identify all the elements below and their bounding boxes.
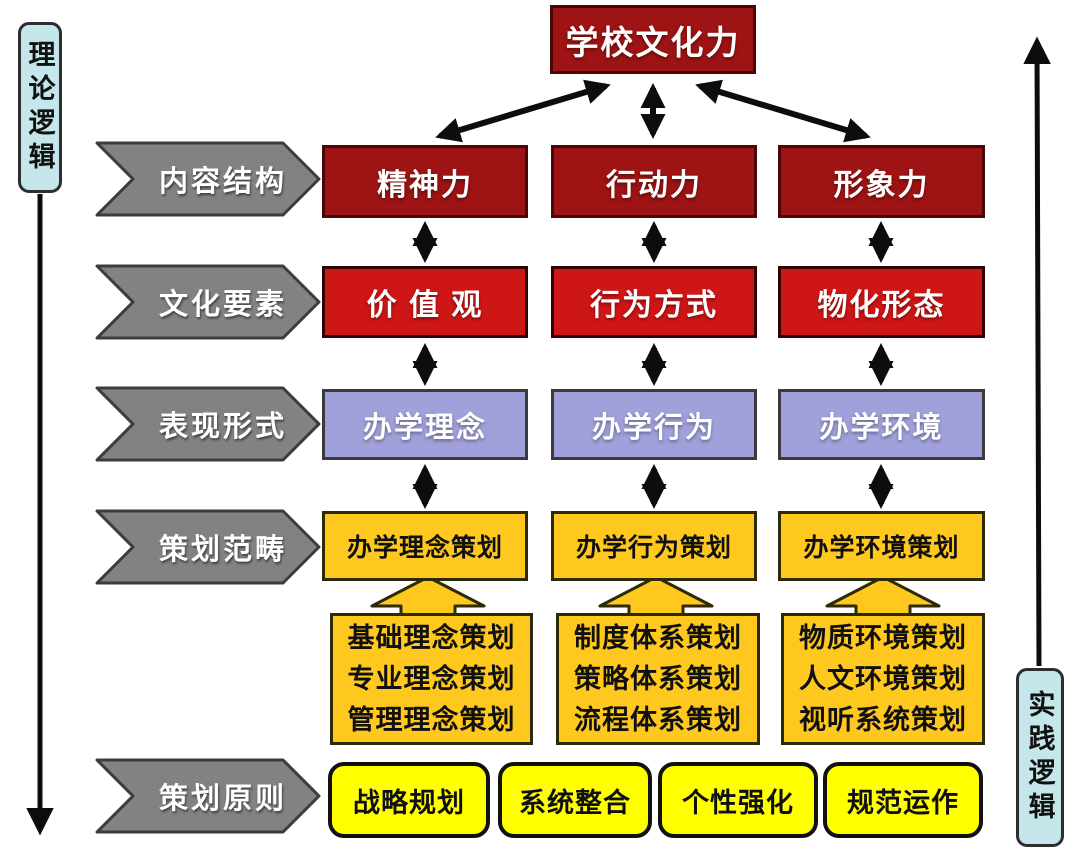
title-text: 学校文化力 [565,23,741,61]
detail-line: 物质环境策划 [799,622,967,653]
chevron-content-structure: 内容结构 [95,141,321,217]
cell-values: 价 值 观 [322,266,528,338]
chevron-label: 表现形式 [158,411,287,443]
cell-text: 办学环境策划 [803,534,960,562]
cell-environment-planning: 办学环境策划 [778,511,985,581]
cell-text: 价 值 观 [366,289,484,322]
detail-lines: 基础理念策划 专业理念策划 管理理念策划 [348,618,516,741]
cell-text: 办学环境 [819,411,944,444]
principle-text: 规范运作 [847,787,959,818]
detail-line: 人文环境策划 [799,663,967,694]
cell-text: 行动力 [606,168,702,202]
cell-image-power: 形象力 [778,145,985,218]
principle-individuality-strengthening: 个性强化 [658,762,818,838]
row2-row3-arrows [412,342,894,387]
chevron-planning-principles: 策划原则 [95,758,321,834]
chevron-label: 内容结构 [158,166,287,198]
chevron-label: 策划范畴 [158,534,287,566]
chevron-shape [95,758,321,834]
cell-text: 行为方式 [590,289,718,322]
title-to-row1-arrows [435,79,871,143]
detail-line: 专业理念策划 [347,663,516,694]
practice-axis-arrow [1023,36,1051,667]
theory-logic-label: 理论逻辑 [18,22,62,193]
principle-strategic-planning: 战略规划 [328,762,490,838]
chevron-shape [95,141,321,217]
chevron-shape [95,264,321,340]
detail-box-philosophy: 基础理念策划 专业理念策划 管理理念策划 [330,613,533,745]
title-box: 学校文化力 [550,5,756,74]
cell-text: 物化形态 [817,289,946,322]
detail-line: 流程体系策划 [574,704,742,735]
detail-line: 视听系统策划 [799,704,967,735]
theory-logic-text: 理论逻辑 [24,39,55,176]
cell-behavior-planning: 办学行为策划 [551,511,757,581]
cell-text: 办学理念 [362,411,487,444]
chevron-planning-scope: 策划范畴 [95,509,321,585]
chevron-label: 策划原则 [158,783,287,815]
detail-line: 策略体系策划 [574,663,742,694]
principle-system-integration: 系统整合 [498,762,652,838]
row1-row2-arrows [412,220,894,264]
practice-logic-text: 实践逻辑 [1024,689,1055,826]
cell-spirit-power: 精神力 [322,145,528,218]
detail-line: 基础理念策划 [347,622,516,653]
cell-philosophy-planning: 办学理念策划 [322,511,528,581]
cell-text: 精神力 [377,168,473,202]
principle-text: 个性强化 [682,787,794,818]
detail-box-behavior: 制度体系策划 策略体系策划 流程体系策划 [556,613,760,745]
cell-text: 形象力 [833,168,930,202]
principle-text: 系统整合 [519,787,631,818]
chevron-label: 文化要素 [158,289,287,321]
detail-line: 管理理念策划 [347,704,516,735]
principle-text: 战略规划 [353,787,465,818]
cell-text: 办学理念策划 [346,534,503,562]
chevron-shape [95,386,321,462]
cell-school-behavior: 办学行为 [551,389,757,460]
detail-box-environment: 物质环境策划 人文环境策划 视听系统策划 [781,613,985,745]
cell-text: 办学行为 [591,411,716,444]
practice-logic-label: 实践逻辑 [1016,668,1064,847]
chevron-culture-elements: 文化要素 [95,264,321,340]
detail-lines: 制度体系策划 策略体系策划 流程体系策划 [574,618,742,741]
principle-standardized-operation: 规范运作 [823,762,983,838]
cell-action-power: 行动力 [551,145,757,218]
cell-material-form: 物化形态 [778,266,985,338]
chevron-expression-forms: 表现形式 [95,386,321,462]
row3-row4-arrows [412,463,894,510]
cell-school-philosophy: 办学理念 [322,389,528,460]
detail-line: 制度体系策划 [574,622,742,653]
chevron-shape [95,509,321,585]
cell-behavior-mode: 行为方式 [551,266,757,338]
cell-school-environment: 办学环境 [778,389,985,460]
cell-text: 办学行为策划 [575,534,732,562]
detail-lines: 物质环境策划 人文环境策划 视听系统策划 [799,618,967,741]
